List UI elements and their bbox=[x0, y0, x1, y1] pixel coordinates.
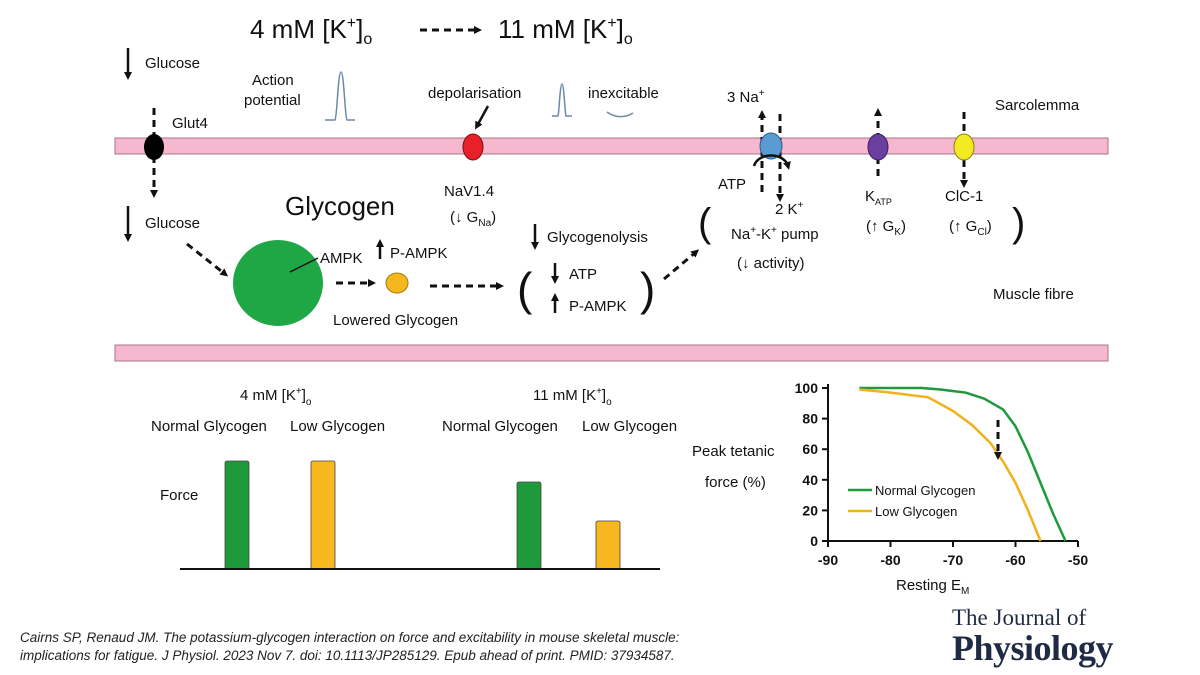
force-bar bbox=[224, 460, 250, 570]
legend-label: Low Glycogen bbox=[875, 504, 957, 519]
force-bar bbox=[595, 520, 621, 570]
three-na-label: 3 Na+ bbox=[727, 88, 765, 106]
x-tick-label: -90 bbox=[818, 552, 838, 568]
inexcitable-trace bbox=[606, 111, 634, 118]
effects-to-pump-arrow bbox=[663, 249, 700, 281]
force-bar bbox=[310, 460, 336, 570]
nav14-label: NaV1.4 bbox=[444, 183, 494, 200]
pump-activity-label: (↓ activity) bbox=[737, 255, 805, 272]
effects-close-paren: ) bbox=[640, 263, 655, 315]
action-potential-trace bbox=[325, 71, 355, 121]
p-ampk-top-label: P-AMPK bbox=[390, 245, 448, 262]
pump-atp-label: ATP bbox=[718, 176, 746, 193]
force-bars bbox=[224, 460, 621, 570]
katp-channel bbox=[867, 133, 889, 161]
journal-logo: The Journal of Physiology bbox=[952, 605, 1192, 668]
g-k-label: (↑ GK) bbox=[866, 218, 906, 238]
depolarisation-label: depolarisation bbox=[428, 85, 521, 102]
depolarised-ap-trace bbox=[552, 83, 572, 117]
legend-label: Normal Glycogen bbox=[875, 483, 975, 498]
chart-xlabel: Resting EM bbox=[896, 577, 969, 597]
pump-open-paren: ( bbox=[698, 201, 712, 245]
glycogenolysis-label: Glycogenolysis bbox=[547, 229, 648, 246]
lowered-glycogen-label: Lowered Glycogen bbox=[333, 312, 458, 329]
y-tick-label: 0 bbox=[810, 533, 818, 549]
bar-group2-title: 11 mM [K+]o bbox=[533, 386, 612, 408]
muscle-fibre-label: Muscle fibre bbox=[993, 286, 1074, 303]
y-tick-label: 40 bbox=[802, 472, 818, 488]
force-bar bbox=[516, 481, 542, 570]
g-na-label: (↓ GNa) bbox=[450, 209, 496, 229]
condition-4mm: 4 mM [K+]o bbox=[250, 14, 372, 48]
x-tick-label: -70 bbox=[943, 552, 963, 568]
peak-tetanic-force-chart: 0 20 40 60 80 100 -90 -80 -70 -60 -50 Normal Glycog… bbox=[795, 380, 1089, 568]
two-k-label: 2 K+ bbox=[775, 200, 804, 218]
y-tick-label: 20 bbox=[802, 502, 818, 518]
sarcolemma-membrane-top bbox=[114, 137, 1109, 155]
glucose-to-glycogen-arrow bbox=[186, 242, 229, 277]
y-tick-label: 80 bbox=[802, 411, 818, 427]
bar-category-label: Normal Glycogen bbox=[442, 418, 558, 435]
y-tick-label: 100 bbox=[795, 380, 819, 396]
atp-mid-label: ATP bbox=[569, 266, 597, 283]
glut4-label: Glut4 bbox=[172, 115, 208, 132]
nav14-channel bbox=[462, 133, 484, 161]
chart-ylabel-1: Peak tetanic bbox=[692, 443, 775, 460]
depolarisation-arrow bbox=[475, 105, 490, 130]
bar-category-label: Low Glycogen bbox=[582, 418, 677, 435]
y-tick-label: 60 bbox=[802, 441, 818, 457]
sarcolemma-membrane-bottom bbox=[114, 344, 1109, 362]
x-tick-label: -60 bbox=[1005, 552, 1025, 568]
lowered-glycogen-store bbox=[385, 272, 409, 294]
glycogen-title: Glycogen bbox=[285, 191, 395, 221]
effects-open-paren: ( bbox=[517, 263, 533, 315]
x-tick-label: -80 bbox=[880, 552, 900, 568]
force-label: Force bbox=[160, 487, 198, 504]
channels-close-paren: ) bbox=[1012, 201, 1025, 245]
journal-logo-line1: The Journal of bbox=[952, 605, 1087, 630]
series-line-low-glycogen bbox=[859, 388, 1042, 542]
clc1-label: ClC-1 bbox=[945, 188, 983, 205]
action-potential-label-1: Action bbox=[252, 72, 294, 89]
pump-atp-arrow bbox=[752, 154, 791, 170]
katp-label: KATP bbox=[865, 188, 892, 207]
clc1-channel bbox=[953, 133, 975, 161]
citation: Cairns SP, Renaud JM. The potassium-glyc… bbox=[20, 630, 680, 663]
inexcitable-label: inexcitable bbox=[588, 85, 659, 102]
glycogen-store bbox=[233, 240, 323, 326]
action-potential-label-2: potential bbox=[244, 92, 301, 109]
bar-category-label: Low Glycogen bbox=[290, 418, 385, 435]
glut4-transporter bbox=[144, 134, 164, 160]
na-k-pump bbox=[759, 132, 783, 160]
glucose-top-label: Glucose bbox=[145, 55, 200, 72]
sarcolemma-label: Sarcolemma bbox=[995, 97, 1080, 114]
g-cl-label: (↑ GCl) bbox=[949, 218, 992, 238]
chart-ylabel-2: force (%) bbox=[705, 474, 766, 491]
pump-name-label: Na+-K+ pump bbox=[731, 225, 819, 243]
bar-group1-title: 4 mM [K+]o bbox=[240, 386, 312, 408]
x-tick-label: -50 bbox=[1068, 552, 1088, 568]
bar-category-label: Normal Glycogen bbox=[151, 418, 267, 435]
glucose-bottom-label: Glucose bbox=[145, 215, 200, 232]
series-line-normal-glycogen bbox=[859, 386, 1067, 542]
ampk-label: AMPK bbox=[320, 250, 363, 267]
ampk-pointer bbox=[289, 257, 319, 273]
condition-11mm: 11 mM [K+]o bbox=[498, 14, 633, 48]
journal-logo-line2: Physiology bbox=[952, 628, 1114, 668]
p-ampk-mid-label: P-AMPK bbox=[569, 298, 627, 315]
